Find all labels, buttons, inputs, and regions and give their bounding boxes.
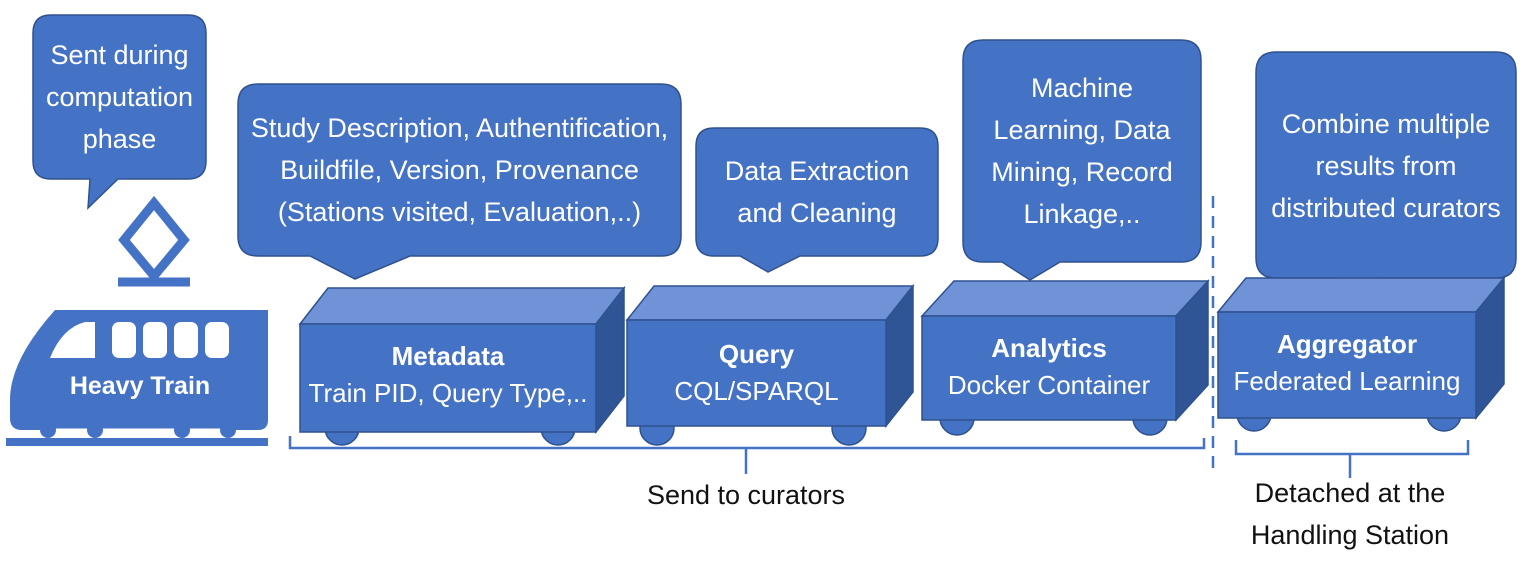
wagon-aggregator-subtitle: Federated Learning (1233, 366, 1461, 396)
wagon-metadata-title: Metadata (391, 341, 505, 371)
wagon-metadata-label: Metadata Train PID, Query Type,.. (300, 338, 596, 412)
wagon-aggregator (1216, 275, 1506, 432)
callout-bubble-metadata (237, 83, 682, 280)
wagon-top (298, 287, 626, 325)
train-wheel (220, 422, 236, 438)
callout-bubble-query (695, 127, 939, 273)
wagon-top (920, 280, 1210, 317)
bracket-send-to-curators (288, 436, 1206, 450)
wagon-metadata (298, 285, 626, 446)
callout-train: Sent during computation phase (45, 40, 194, 154)
wagon-analytics-label: Analytics Docker Container (922, 330, 1176, 404)
train-rail (6, 438, 268, 446)
wagon-query (625, 283, 915, 446)
wagon-top (625, 285, 915, 321)
callout-metadata: Study Description, Authentification, Bui… (250, 113, 669, 227)
train-window-1 (112, 322, 136, 358)
wagon-top (1216, 277, 1506, 313)
wagon-analytics-title: Analytics (991, 333, 1107, 363)
wagon-front (626, 319, 887, 427)
wagon-query-subtitle: CQL/SPARQL (674, 376, 839, 406)
wagon-front (299, 323, 597, 433)
wagon-front (921, 315, 1177, 421)
wagon-analytics (920, 279, 1210, 436)
bracket-detached (1234, 440, 1470, 456)
wagon-aggregator-label: Aggregator Federated Learning (1218, 326, 1476, 400)
callout-query: Data Extraction and Cleaning (724, 156, 910, 228)
train-window-2 (143, 322, 167, 358)
train-front-window (50, 322, 95, 358)
pantograph-icon (118, 195, 190, 287)
caption-send-to-curators: Send to curators (646, 480, 846, 510)
callout-bubble-analytics (962, 39, 1202, 281)
wagons (298, 275, 1506, 446)
train-wheel (87, 422, 103, 438)
train-window-4 (205, 322, 229, 358)
brackets (288, 196, 1470, 478)
train-window-3 (174, 322, 198, 358)
callout-bubbles (32, 14, 1517, 293)
caption-detached: Detached at the Handling Station (1250, 478, 1450, 550)
train-wheel (174, 422, 190, 438)
wagon-metadata-subtitle: Train PID, Query Type,.. (308, 378, 588, 408)
train-wheel (40, 422, 56, 438)
wagon-analytics-subtitle: Docker Container (947, 370, 1151, 400)
callout-bubble-train (32, 14, 207, 210)
wagon-front (1217, 311, 1477, 419)
callout-analytics: Machine Learning, Data Mining, Record Li… (991, 73, 1173, 229)
wagon-query-title: Query (718, 339, 795, 369)
callout-aggregator: Combine multiple results from distribute… (1271, 109, 1501, 223)
wagon-query-label: Query CQL/SPARQL (627, 336, 886, 410)
wagon-aggregator-title: Aggregator (1276, 329, 1418, 359)
train-icon (6, 310, 268, 446)
train-label: Heavy Train (69, 372, 211, 400)
